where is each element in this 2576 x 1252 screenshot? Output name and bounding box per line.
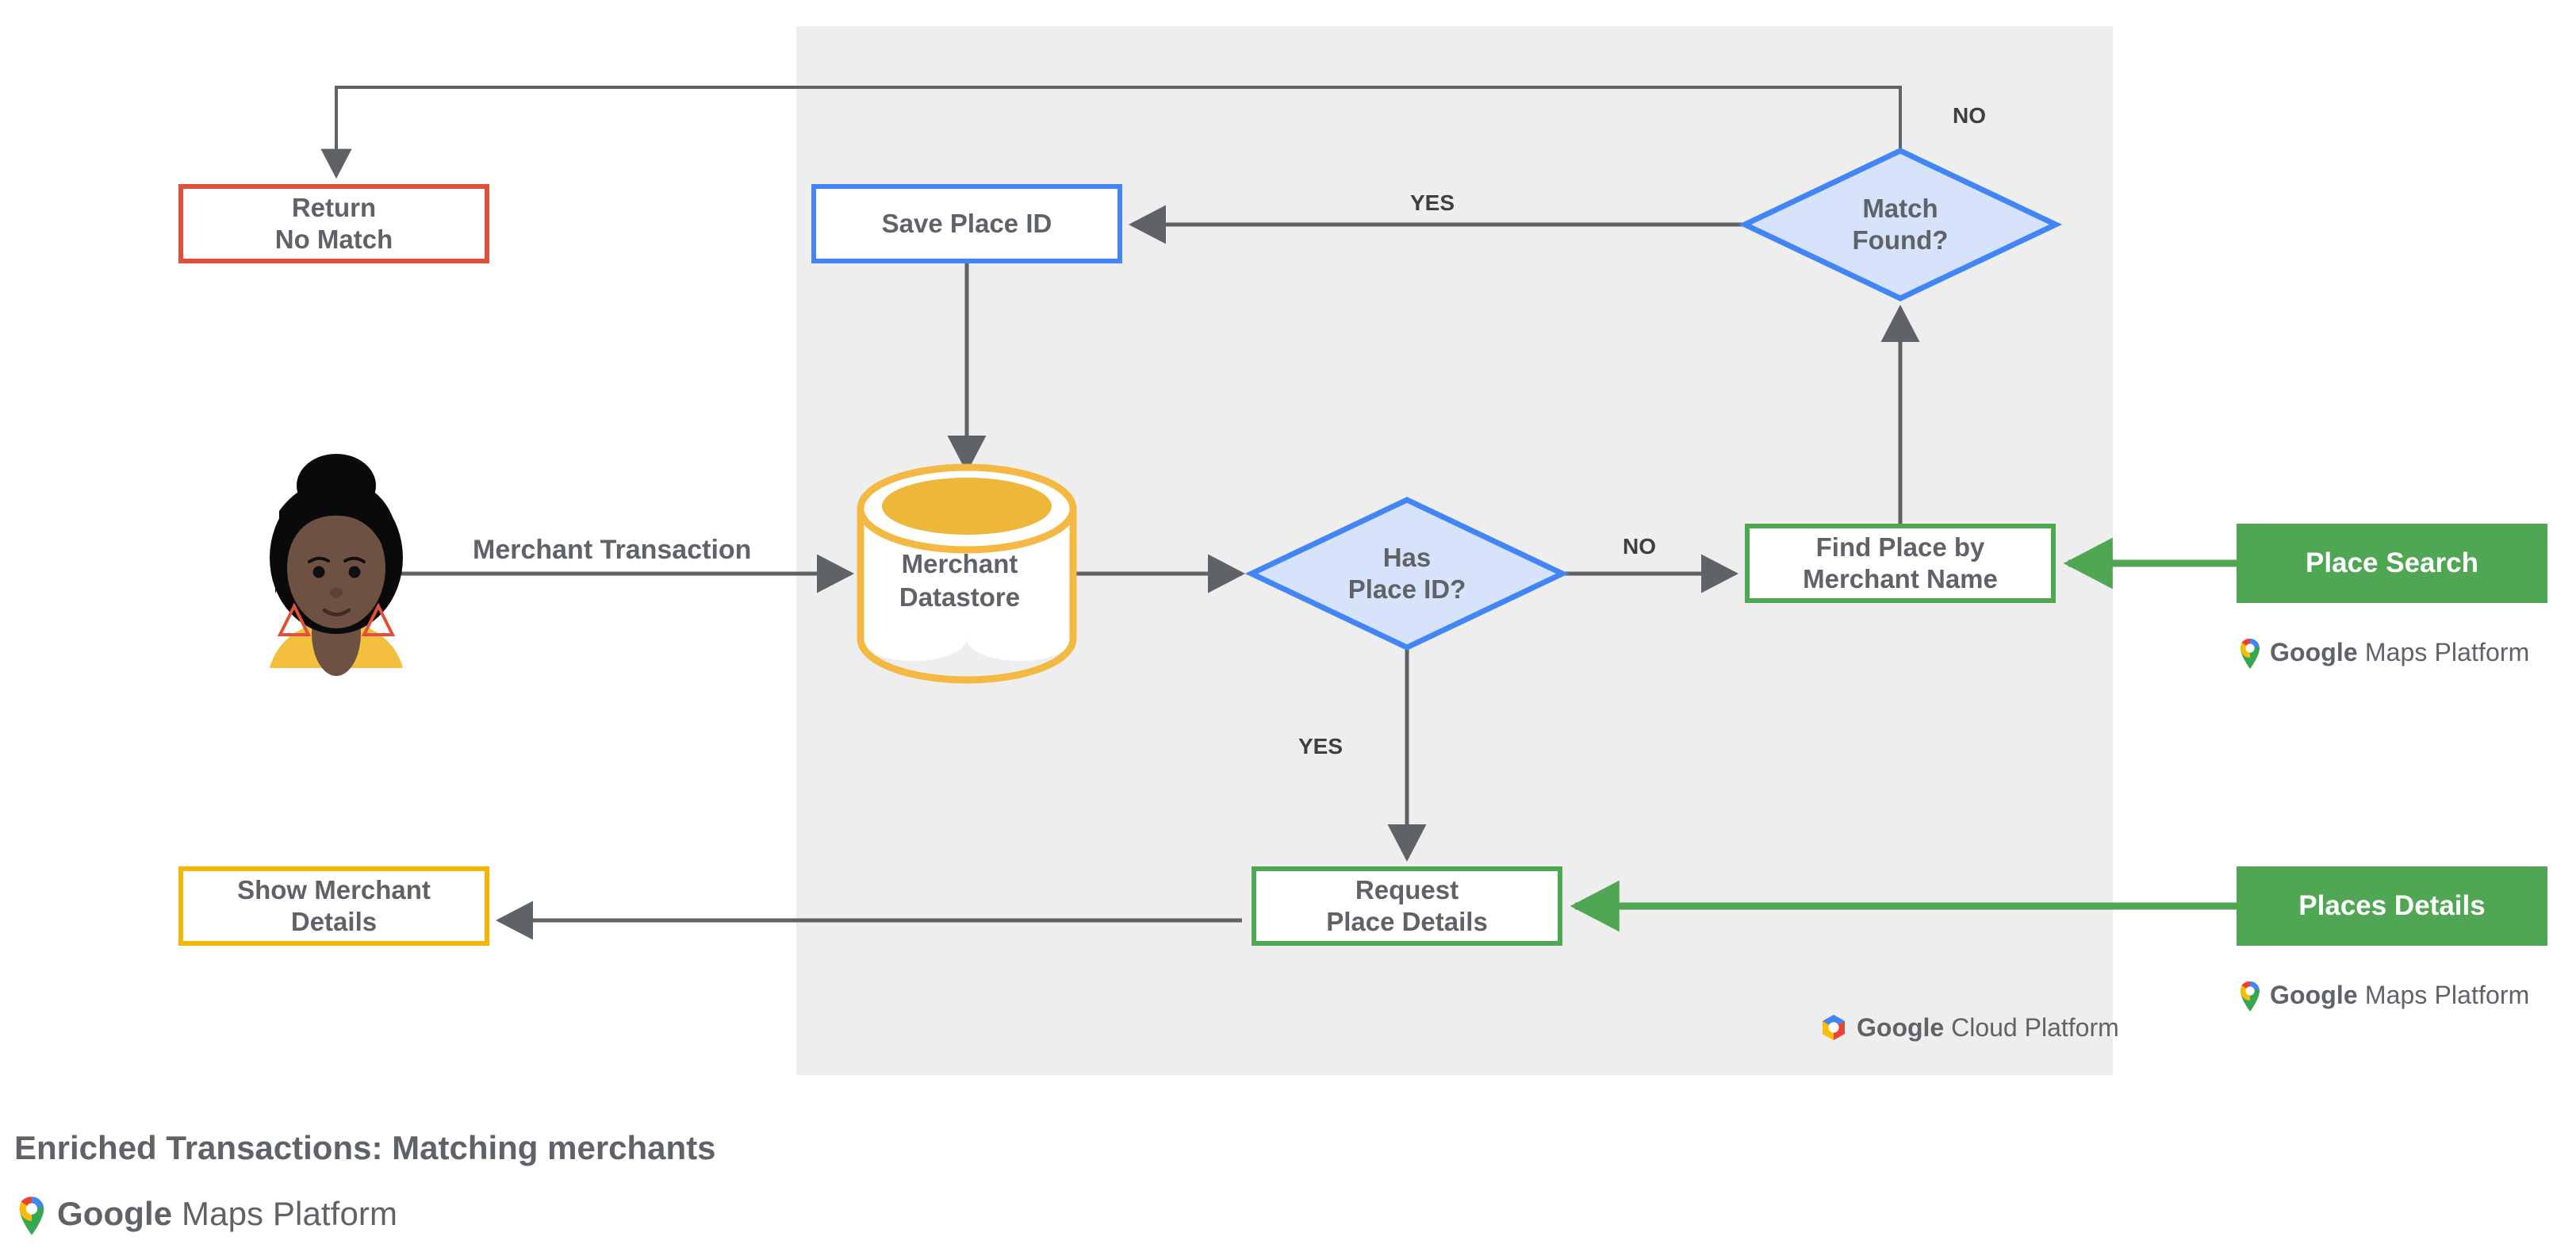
customer-avatar	[270, 454, 403, 676]
node-request-place-details[interactable]: Request Place Details	[1252, 866, 1562, 946]
node-return-no-match[interactable]: Return No Match	[178, 184, 489, 263]
node-show-merchant-details[interactable]: Show Merchant Details	[178, 866, 489, 946]
gcp-wordmark: Google Cloud Platform	[1857, 1013, 2119, 1043]
datastore-line1: Merchant	[901, 549, 1018, 578]
node-merchant-datastore[interactable]: Merchant Datastore	[861, 547, 1059, 614]
save-place-id-label: Save Place ID	[881, 208, 1052, 238]
edge-match-found-no	[320, 86, 1902, 179]
google-maps-platform-lockup-place-search: Google Maps Platform	[2237, 635, 2529, 670]
google-maps-pin-icon	[2241, 981, 2260, 1012]
edge-label-has-place-id-yes: YES	[1298, 734, 1344, 758]
match-found-diamond	[1738, 148, 2063, 301]
has-place-id-diamond	[1244, 497, 1570, 651]
edge-label-match-found-yes: YES	[1410, 190, 1455, 215]
edge-label-match-found-no: NO	[1953, 103, 1986, 128]
merchant-datastore-cylinder	[857, 463, 1077, 684]
maps-platform-word: Maps Platform	[2357, 637, 2530, 666]
gmp-wordmark: Google Maps Platform	[2270, 638, 2529, 667]
datastore-line2: Datastore	[899, 582, 1021, 613]
place-search-label: Place Search	[2306, 547, 2478, 578]
node-find-place-by-merchant-name[interactable]: Find Place by Merchant Name	[1745, 524, 2056, 603]
node-save-place-id[interactable]: Save Place ID	[811, 184, 1122, 263]
show-merchant-line1: Show Merchant	[237, 874, 431, 904]
node-places-details[interactable]: Places Details	[2237, 866, 2547, 946]
cloud-platform-word: Cloud Platform	[1944, 1012, 2119, 1042]
edge-label-has-place-id-no: NO	[1623, 534, 1656, 559]
request-line2: Place Details	[1326, 907, 1488, 936]
return-line2: No Match	[274, 225, 393, 254]
show-merchant-line2: Details	[290, 907, 378, 936]
gmp-wordmark: Google Maps Platform	[57, 1195, 397, 1233]
google-cloud-platform-lockup: Google Cloud Platform	[1818, 1012, 2119, 1043]
google-word: Google	[57, 1195, 173, 1232]
places-details-label: Places Details	[2298, 889, 2486, 921]
gmp-wordmark: Google Maps Platform	[2270, 981, 2529, 1010]
maps-platform-word: Maps Platform	[172, 1195, 398, 1232]
google-maps-pin-icon	[2241, 638, 2260, 669]
return-line1: Return	[291, 192, 377, 222]
google-maps-pin-icon	[19, 1196, 44, 1235]
google-word: Google	[1857, 1012, 1945, 1042]
google-cloud-hexagon-icon	[1823, 1015, 1845, 1040]
diagram-caption: Enriched Transactions: Matching merchant…	[14, 1129, 716, 1166]
find-place-line2: Merchant Name	[1803, 564, 1998, 593]
node-place-search[interactable]: Place Search	[2237, 524, 2547, 603]
google-word: Google	[2270, 980, 2358, 1009]
google-word: Google	[2270, 637, 2358, 666]
request-line1: Request	[1355, 874, 1459, 904]
edge-label-merchant-transaction: Merchant Transaction	[473, 535, 752, 565]
find-place-line1: Find Place by	[1815, 532, 1985, 562]
google-maps-platform-lockup-footer: Google Maps Platform	[14, 1192, 397, 1236]
google-maps-platform-lockup-places-details: Google Maps Platform	[2237, 977, 2529, 1012]
maps-platform-word: Maps Platform	[2357, 980, 2530, 1009]
